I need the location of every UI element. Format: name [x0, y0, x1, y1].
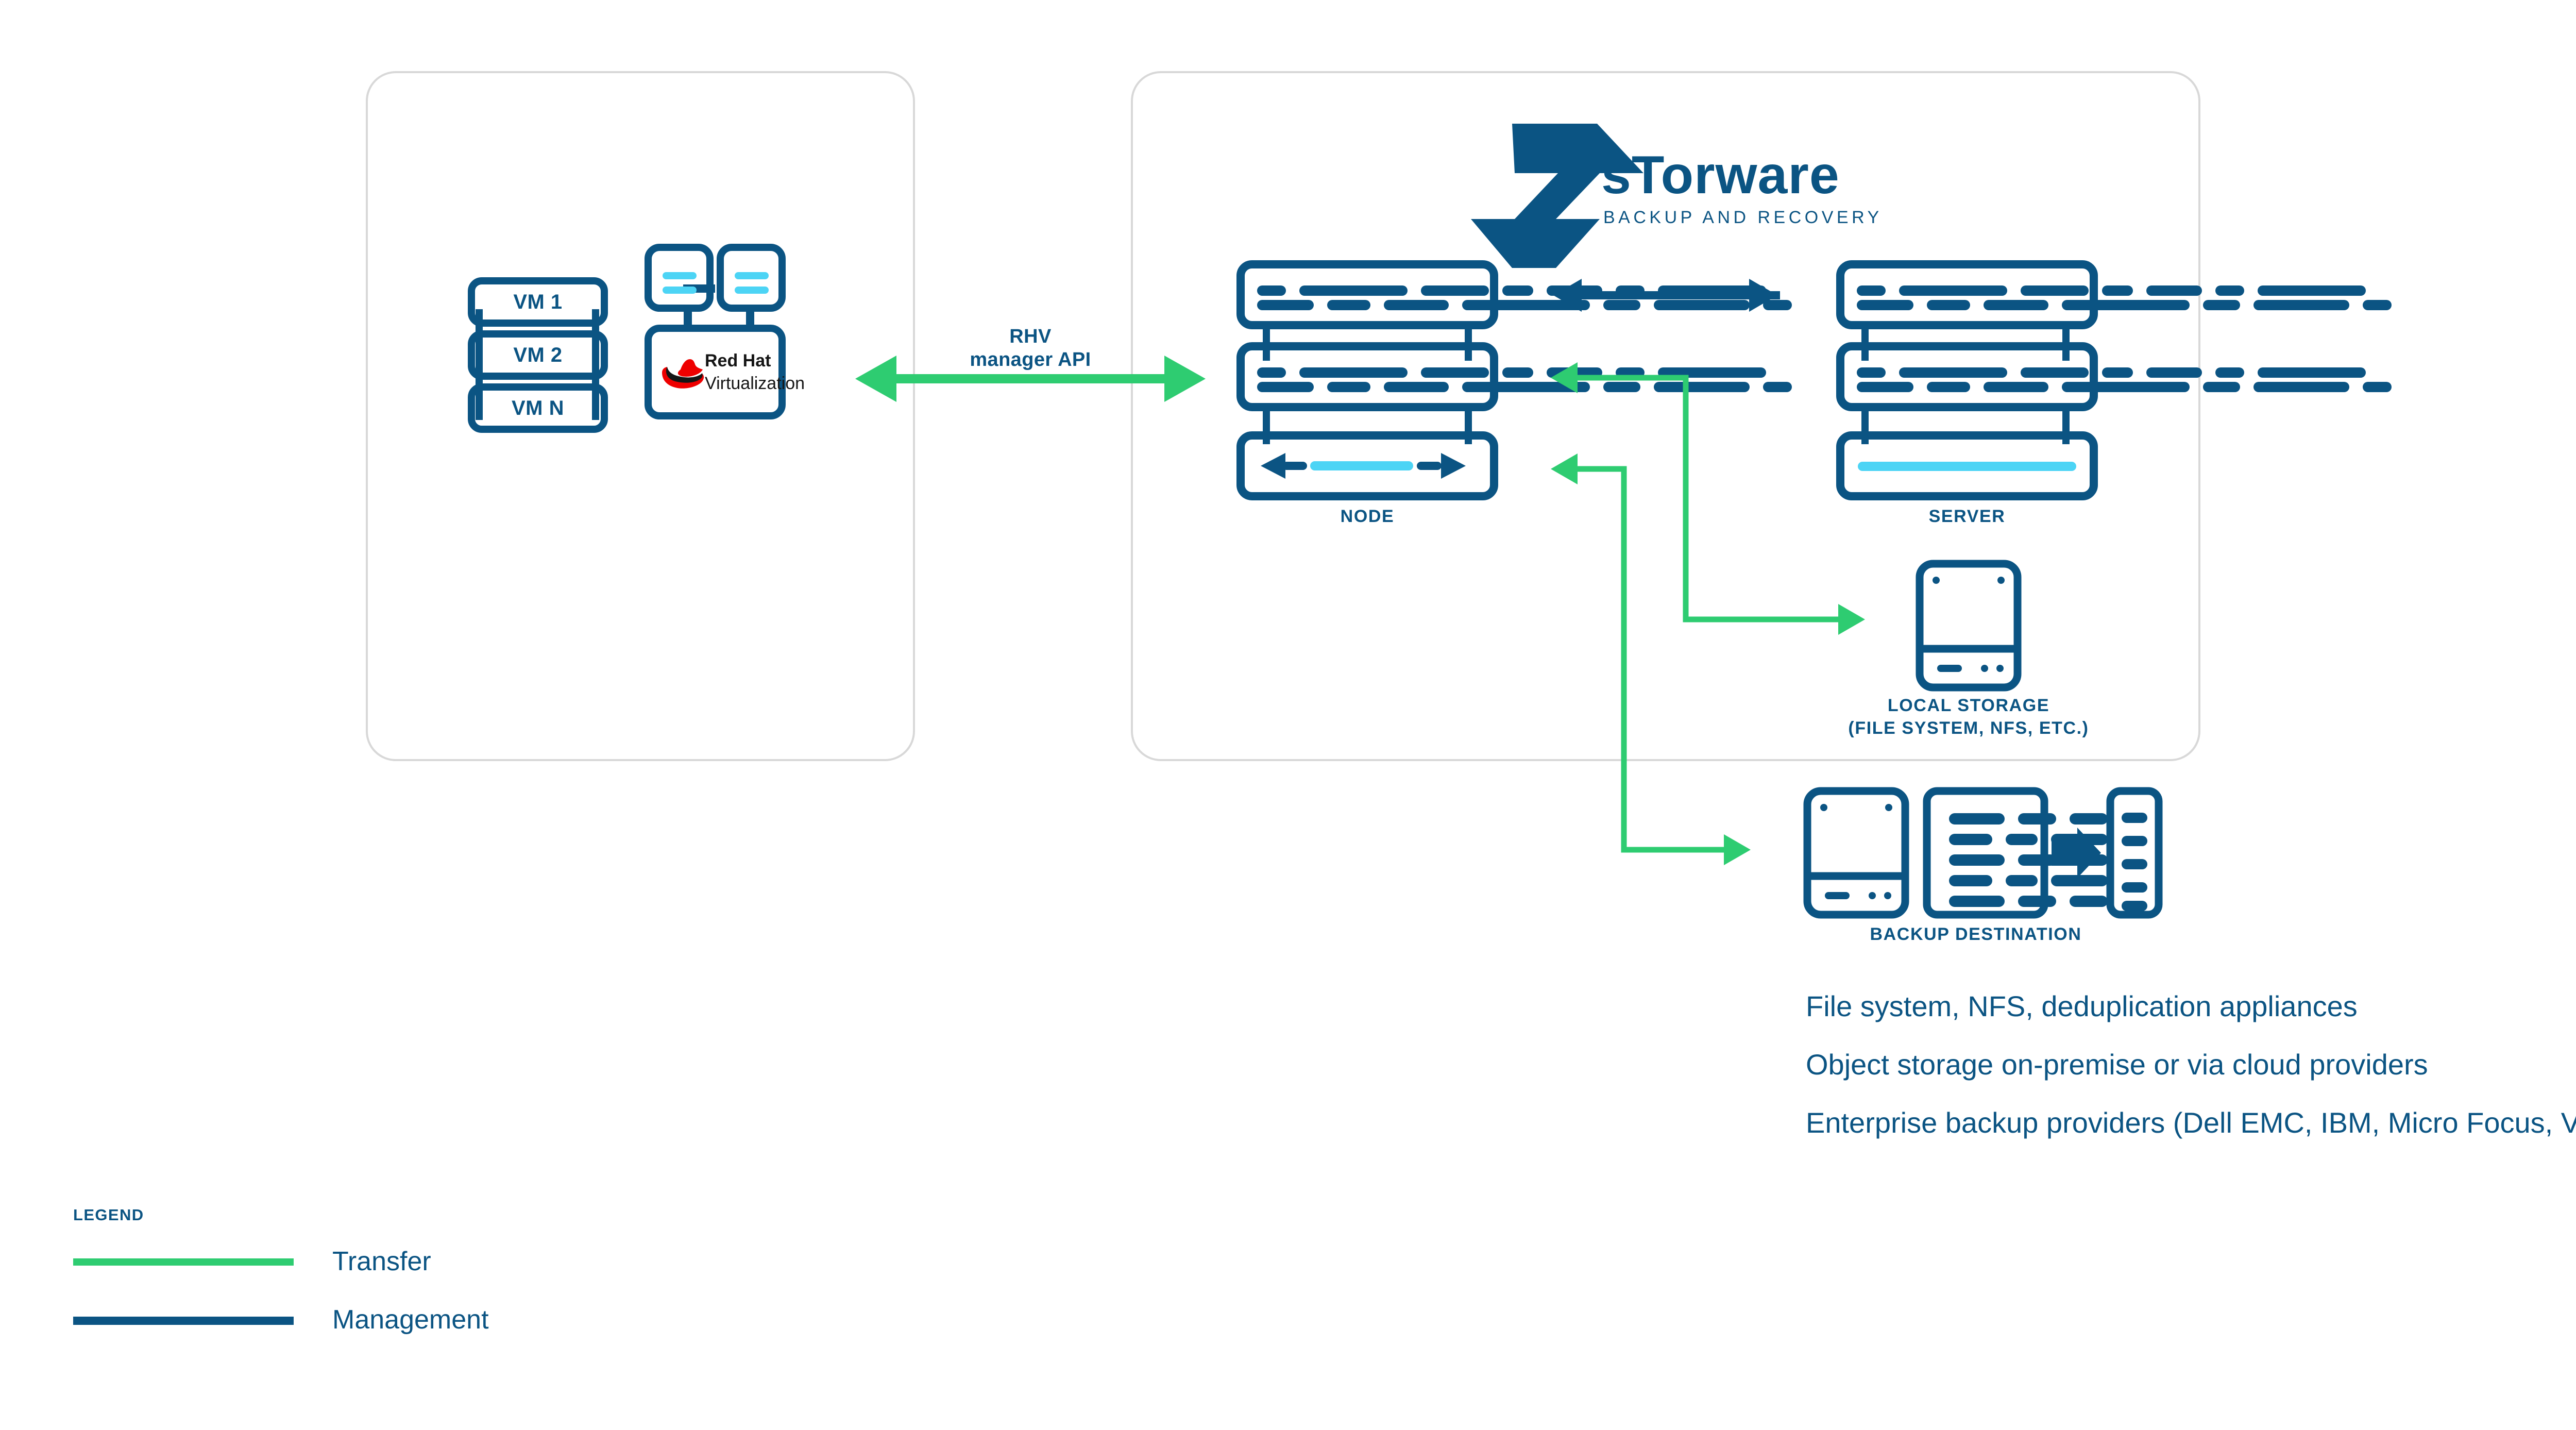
logo-brand-text: sTorware — [1601, 145, 1840, 205]
backup-compressed-document-icon — [2106, 787, 2163, 919]
node-panel-1 — [1236, 260, 1498, 329]
arrowhead-right — [1164, 356, 1206, 402]
cyan-bar — [1858, 462, 2076, 471]
destination-note-1: File system, NFS, deduplication applianc… — [1806, 990, 2358, 1022]
server-icon: SERVER — [1836, 260, 2392, 526]
cyan-bar — [663, 272, 697, 279]
node-throughput-arrow — [1261, 453, 1466, 479]
legend: LEGEND Transfer Management — [73, 1206, 489, 1335]
vm-label-3: VM N — [512, 397, 564, 419]
legend-label-transfer: Transfer — [332, 1247, 431, 1276]
arrowhead-left — [855, 356, 896, 402]
storware-hexagon-logo-icon — [1471, 124, 1643, 268]
redhat-virtualization-box — [645, 325, 786, 419]
vm-stack: VM 1 VM 2 VM N — [468, 277, 608, 433]
cyan-bar — [663, 287, 697, 294]
backup-destination-caption: BACKUP DESTINATION — [1870, 924, 2081, 944]
destination-note-2: Object storage on-premise or via cloud p… — [1806, 1048, 2428, 1081]
management-arrow-node-server — [1553, 279, 1780, 312]
api-label-line2: manager API — [970, 349, 1091, 371]
legend-swatch-transfer — [73, 1258, 294, 1266]
vm-node-box-left — [645, 244, 714, 312]
vm-box-1 — [468, 277, 608, 327]
node-caption: NODE — [1341, 507, 1395, 526]
legend-label-management: Management — [332, 1305, 489, 1335]
hypervisor-group: Red Hat Virtualization — [645, 244, 805, 419]
local-storage-caption-line2: (FILE SYSTEM, NFS, ETC.) — [1848, 718, 2089, 738]
arrowhead-right — [1724, 834, 1751, 865]
transfer-path-local-storage — [1551, 362, 1865, 635]
node-icon: NODE — [1236, 260, 1792, 526]
vm-label-2: VM 2 — [513, 344, 562, 366]
right-panel-container — [1131, 71, 2200, 761]
logo-tagline-text: BACKUP AND RECOVERY — [1603, 208, 1883, 227]
arrowhead-left — [1551, 453, 1578, 484]
redhat-brand-line1: Red Hat — [705, 351, 771, 371]
node-panel-2 — [1236, 342, 1498, 411]
redhat-brand-line2: Virtualization — [705, 374, 805, 393]
cyan-bar — [735, 272, 769, 279]
transfer-path-backup-destination — [1551, 453, 1751, 865]
vm-label-1: VM 1 — [513, 291, 562, 313]
arrowhead-left — [1551, 362, 1578, 393]
storware-logo: sTorware BACKUP AND RECOVERY — [1471, 124, 1883, 268]
compress-arrow-icon — [2052, 828, 2101, 878]
server-caption: SERVER — [1929, 507, 2006, 526]
arrowhead-left — [1553, 279, 1582, 312]
backup-destination-icon — [1803, 787, 2163, 919]
legend-title: LEGEND — [73, 1206, 144, 1224]
left-panel-container — [366, 71, 915, 761]
node-panel-3 — [1236, 431, 1498, 500]
local-storage-icon — [1916, 560, 2022, 692]
server-panel-3 — [1836, 431, 2098, 500]
vm-box-2 — [468, 330, 608, 380]
local-storage-caption-line1: LOCAL STORAGE — [1888, 696, 2049, 715]
backup-document-icon — [1923, 787, 2108, 919]
rhv-manager-api-connector: RHV manager API — [855, 326, 1206, 402]
server-panel-1 — [1836, 260, 2098, 329]
vm-box-3 — [468, 383, 608, 433]
vm-node-box-right — [717, 244, 786, 312]
backup-disk-icon — [1803, 787, 1909, 919]
legend-swatch-management — [73, 1317, 294, 1325]
destination-note-3: Enterprise backup providers (Dell EMC, I… — [1806, 1106, 2576, 1139]
arrowhead-right — [1838, 604, 1865, 635]
cyan-bar — [735, 287, 769, 294]
api-label-line1: RHV — [1009, 326, 1052, 347]
red-hat-fedora-icon — [662, 359, 704, 389]
arrowhead-right — [1749, 279, 1777, 312]
server-panel-2 — [1836, 342, 2098, 411]
